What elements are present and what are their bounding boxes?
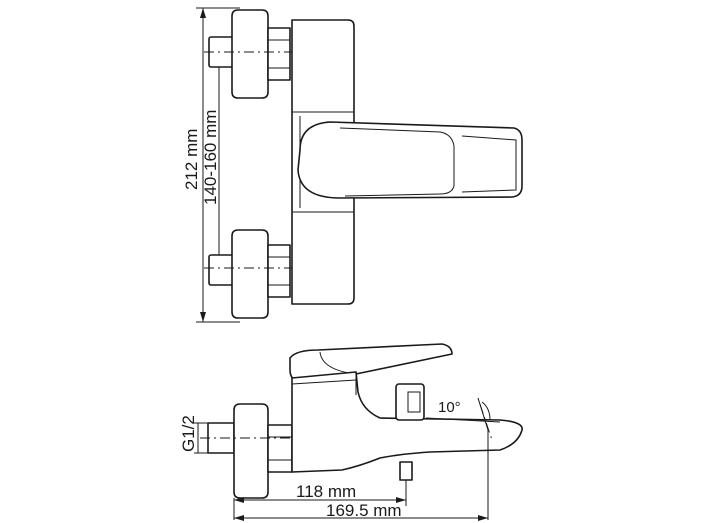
side-connector xyxy=(200,403,300,499)
lower-connector xyxy=(204,229,300,319)
label-angle: 10° xyxy=(438,399,461,416)
label-total-depth: 169.5 mm xyxy=(326,501,402,520)
mixer-body-side xyxy=(291,371,523,473)
angle-indicator xyxy=(425,397,501,441)
label-total-height: 212 mm xyxy=(182,129,201,190)
dimension-thread xyxy=(194,422,210,454)
diverter-knob xyxy=(395,383,425,421)
upper-connector xyxy=(204,9,300,99)
dimension-total-height xyxy=(196,7,240,323)
dimension-depth xyxy=(233,430,489,521)
label-spout-distance: 118 mm xyxy=(296,482,356,501)
lever-handle-front xyxy=(297,121,523,199)
side-view: G1/2 10° xyxy=(179,343,523,521)
front-view: 212 mm 140-160 mm xyxy=(182,7,523,323)
label-thread-size: G1/2 xyxy=(179,415,198,452)
label-connection-spacing: 140-160 mm xyxy=(201,110,220,205)
